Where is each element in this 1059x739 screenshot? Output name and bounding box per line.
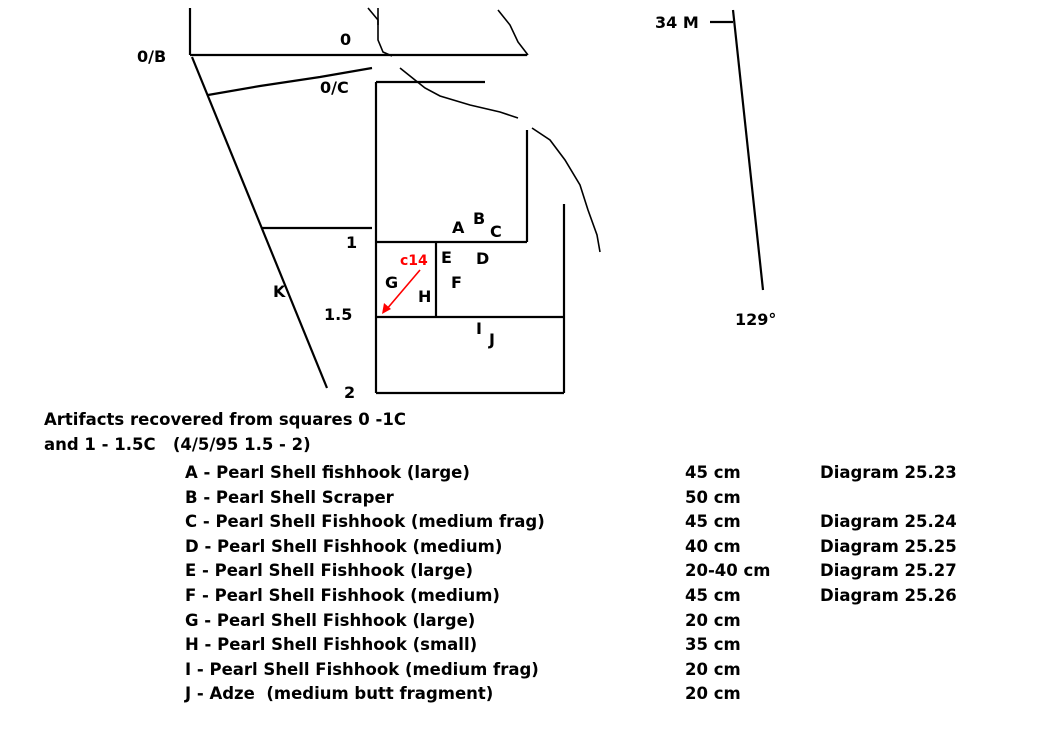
label-b: B bbox=[473, 209, 485, 228]
label-1-5: 1.5 bbox=[324, 305, 352, 324]
artifact-item: J - Adze (medium butt fragment) bbox=[185, 684, 494, 704]
label-1: 1 bbox=[346, 233, 357, 252]
label-d: D bbox=[476, 249, 489, 268]
artifact-item: A - Pearl Shell fishhook (large) bbox=[185, 463, 470, 482]
label-0c: 0/C bbox=[320, 78, 349, 97]
artifact-diagram: Diagram 25.26 bbox=[820, 586, 957, 605]
artifact-item: B - Pearl Shell Scraper bbox=[185, 487, 394, 507]
artifact-item: E - Pearl Shell Fishhook (large) bbox=[185, 561, 474, 581]
artifact-depth: 20 cm bbox=[685, 610, 741, 630]
artifact-depth: 40 cm bbox=[685, 536, 741, 556]
label-a: A bbox=[452, 218, 465, 237]
label-c14: c14 bbox=[400, 253, 428, 269]
shoreline-curves bbox=[367, 7, 601, 253]
artifact-depth: 45 cm bbox=[685, 586, 741, 605]
artifact-item: D - Pearl Shell Fishhook (medium) bbox=[185, 536, 503, 556]
label-0b: 0/B bbox=[137, 47, 166, 66]
label-c: C bbox=[490, 222, 502, 241]
artifact-diagram: Diagram 25.23 bbox=[820, 463, 957, 482]
label-2: 2 bbox=[344, 383, 355, 400]
artifact-diagram: Diagram 25.27 bbox=[820, 561, 957, 581]
label-h: H bbox=[418, 287, 431, 306]
label-g: G bbox=[385, 273, 398, 292]
artifact-diagram: Diagram 25.24 bbox=[820, 512, 957, 532]
caption-line-2: and 1 - 1.5C (4/5/95 1.5 - 2) bbox=[44, 435, 311, 454]
artifact-depth: 45 cm bbox=[685, 512, 741, 532]
artifact-depth: 45 cm bbox=[685, 463, 741, 482]
label-j: J bbox=[488, 330, 495, 349]
label-i: I bbox=[476, 319, 482, 338]
caption-line-1: Artifacts recovered from squares 0 -1C bbox=[44, 410, 406, 429]
artifact-depth: 20-40 cm bbox=[685, 561, 771, 581]
label-0: 0 bbox=[340, 30, 351, 49]
artifact-item: C - Pearl Shell Fishhook (medium frag) bbox=[185, 512, 545, 532]
c14-arrow bbox=[382, 269, 421, 314]
artifact-item: F - Pearl Shell Fishhook (medium) bbox=[185, 586, 500, 605]
grid-lines bbox=[188, 8, 765, 395]
artifact-depth: 20 cm bbox=[685, 684, 741, 704]
distance-label: 34 M bbox=[655, 13, 699, 32]
bearing-label: 129° bbox=[735, 310, 776, 329]
label-f: F bbox=[451, 273, 462, 292]
artifact-depth: 50 cm bbox=[685, 487, 741, 507]
artifact-item: G - Pearl Shell Fishhook (large) bbox=[185, 610, 476, 630]
label-e: E bbox=[441, 248, 452, 267]
label-k: K bbox=[273, 282, 286, 301]
artifact-item: I - Pearl Shell Fishhook (medium frag) bbox=[185, 659, 539, 679]
artifact-diagram: Diagram 25.25 bbox=[820, 536, 957, 556]
site-plan: 0 0/B 0/C 1 K 1.5 2 A B C E D c14 G F H … bbox=[137, 7, 776, 400]
artifact-depth: 20 cm bbox=[685, 659, 741, 679]
artifact-item: H - Pearl Shell Fishhook (small) bbox=[185, 635, 478, 655]
artifact-depth: 35 cm bbox=[685, 635, 741, 655]
